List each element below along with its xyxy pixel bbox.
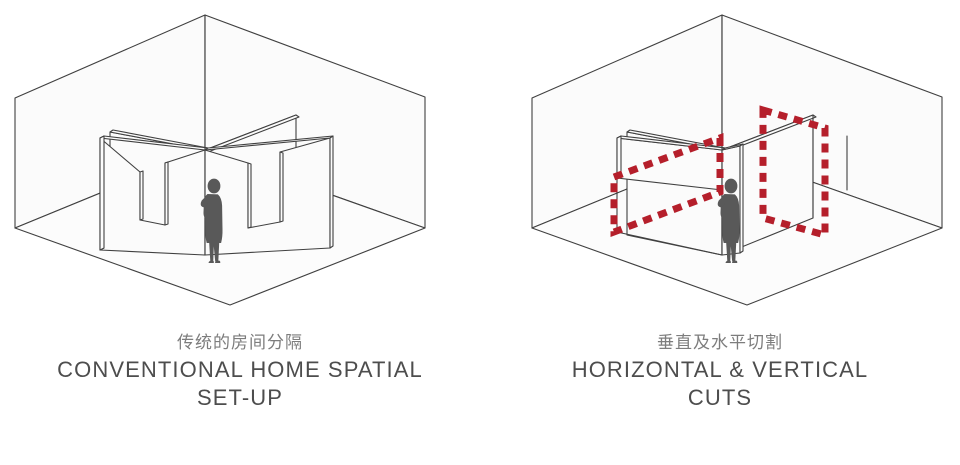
caption-english-line1: CONVENTIONAL HOME SPATIAL (57, 357, 423, 382)
caption-english-line1: HORIZONTAL & VERTICAL (571, 357, 869, 382)
doorway-right-jamb (279, 151, 284, 223)
panel-cuts: 垂直及水平切割 HORIZONTAL & VERTICAL CUTS (480, 0, 960, 465)
doorway-right-reveal (247, 162, 252, 229)
caption-chinese: 传统的房间分隔 (177, 333, 303, 352)
caption-english-line2: CUTS (687, 385, 753, 410)
doorway-left-reveal (164, 161, 169, 226)
horizontal-cut-outline (610, 132, 724, 238)
isometric-figure-cuts (480, 0, 960, 330)
partition-front-right-slab-thickness (739, 143, 744, 254)
caption-cuts: 垂直及水平切割 HORIZONTAL & VERTICAL CUTS (480, 330, 960, 412)
person-silhouette (200, 178, 223, 263)
caption-conventional: 传统的房间分隔 CONVENTIONAL HOME SPATIAL SET-UP (0, 330, 480, 412)
partition-front-right-thickness (329, 135, 334, 249)
floor-edge-left-cut (616, 231, 723, 256)
person-silhouette (717, 178, 740, 263)
partition-front-left-thickness (99, 135, 105, 251)
caption-chinese: 垂直及水平切割 (657, 333, 783, 352)
caption-english-line2: SET-UP (196, 385, 284, 410)
doorway-left-jamb (139, 170, 144, 221)
isometric-figure-conventional (0, 0, 480, 330)
panel-conventional: 传统的房间分隔 CONVENTIONAL HOME SPATIAL SET-UP (0, 0, 480, 412)
